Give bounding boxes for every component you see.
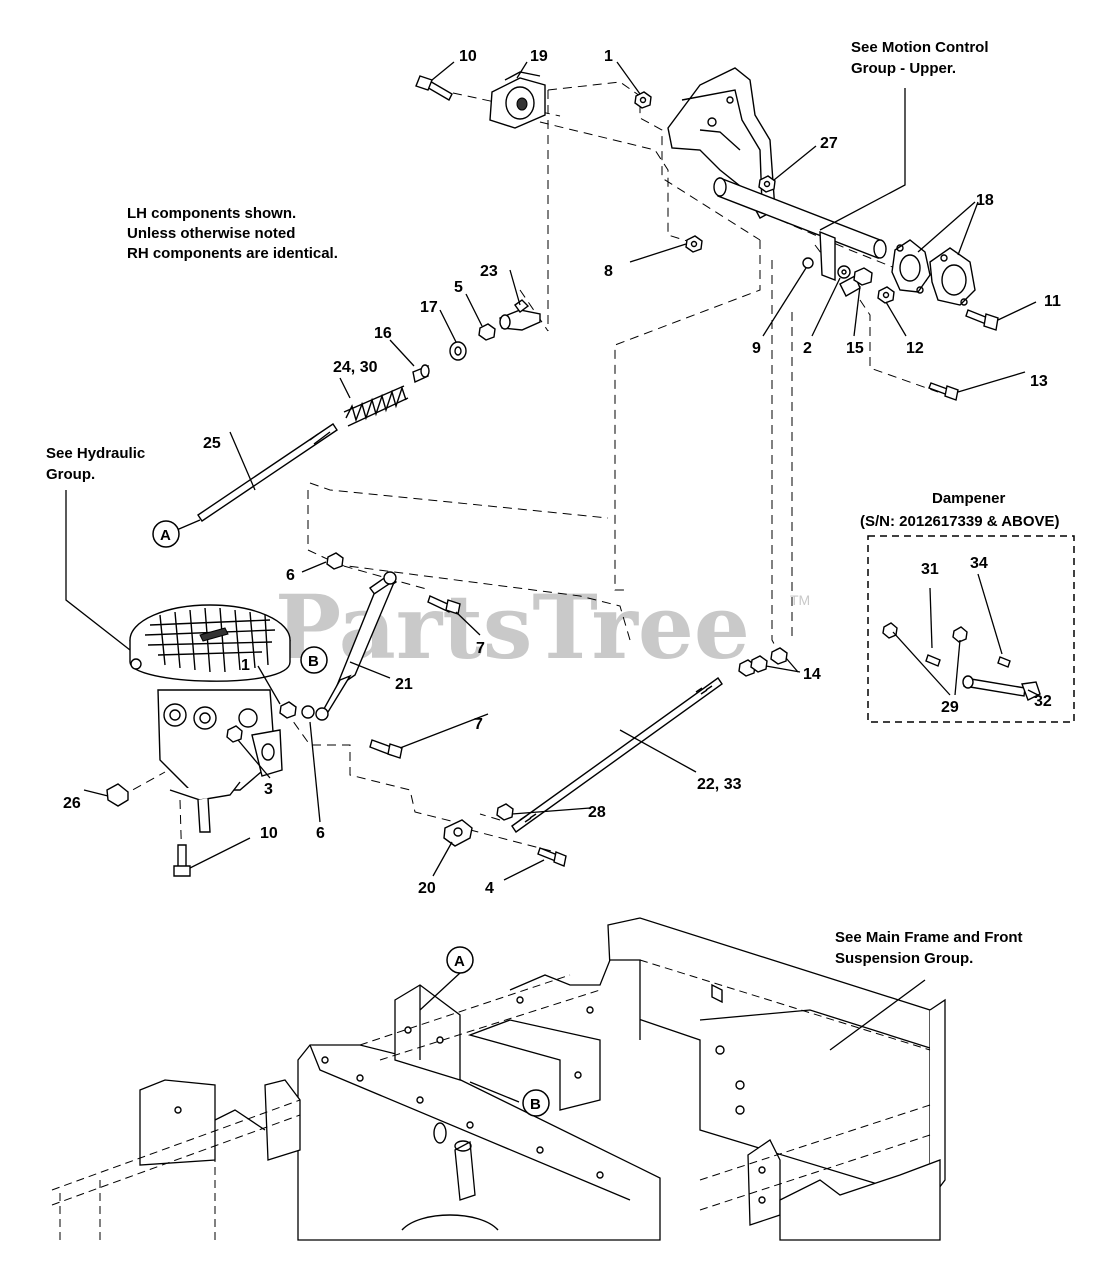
assembly-lines-upper [309, 81, 951, 656]
ref-a-label: A [160, 527, 171, 544]
callout-23: 23 [480, 263, 498, 280]
lower-bolts [106, 783, 567, 877]
ref-a2-label: A [454, 953, 465, 970]
callout-5: 5 [454, 279, 463, 296]
ref-b-circle [300, 646, 328, 674]
part-11-bolt [965, 309, 999, 331]
leader-lines [65, 61, 1039, 1103]
note-motion-line1: See Motion Control [851, 39, 989, 56]
callout-6-lower: 6 [316, 825, 325, 842]
part-13-bolt [928, 382, 959, 401]
part-10-bolt-top [415, 75, 453, 101]
part-18-flange-bearings [891, 239, 976, 306]
dampener-kit: Dampener (S/N: 2012617339 & ABOVE) [860, 490, 1075, 723]
note-frame-line2: Suspension Group. [835, 950, 973, 967]
dampener-serial: (S/N: 2012617339 & ABOVE) [860, 513, 1060, 530]
callout-28: 28 [588, 804, 606, 821]
callout-26: 26 [63, 795, 81, 812]
main-frame [51, 917, 946, 1241]
nuts-upper [634, 91, 776, 253]
callout-1-top: 1 [604, 48, 613, 65]
callout-34: 34 [970, 555, 988, 572]
callout-1-pump: 1 [241, 657, 250, 674]
ref-b-label: B [308, 653, 319, 670]
callout-15: 15 [846, 340, 864, 357]
callout-13: 13 [1030, 373, 1048, 390]
callout-10-top: 10 [459, 48, 477, 65]
callout-12: 12 [906, 340, 924, 357]
control-bracket [667, 67, 887, 282]
linkage-assembly [197, 299, 541, 522]
dampener-box [867, 535, 1075, 723]
note-lh-line1: LH components shown. [127, 205, 296, 222]
callout-27: 27 [820, 135, 838, 152]
callout-7-lower: 7 [474, 716, 483, 733]
note-hydraulic-line1: See Hydraulic [46, 445, 145, 462]
note-frame-line1: See Main Frame and Front [835, 929, 1023, 946]
rod-22-33 [443, 647, 788, 847]
callout-2: 2 [803, 340, 812, 357]
callout-17: 17 [420, 299, 438, 316]
callout-11: 11 [1044, 293, 1061, 310]
callout-6-upper: 6 [286, 567, 295, 584]
reference-markers: A B A B [152, 520, 550, 1117]
callout-25: 25 [203, 435, 221, 452]
watermark-tm: TM [790, 592, 810, 608]
ref-a-circle [152, 520, 180, 548]
ref-b2-label: B [530, 1096, 541, 1113]
callout-8: 8 [604, 263, 613, 280]
note-hydraulic-line2: Group. [46, 466, 95, 483]
note-motion-line2: Group - Upper. [851, 60, 956, 77]
callout-19: 19 [530, 48, 548, 65]
note-lh-line2: Unless otherwise noted [127, 225, 295, 242]
callout-32: 32 [1034, 693, 1052, 710]
callout-22-33: 22, 33 [697, 776, 742, 793]
hydraulic-pump [129, 604, 291, 833]
callout-21: 21 [395, 676, 413, 693]
callout-9: 9 [752, 340, 761, 357]
callout-14: 14 [803, 666, 821, 683]
callout-10-bottom: 10 [260, 825, 278, 842]
ref-b2-circle [522, 1089, 550, 1117]
callout-3: 3 [264, 781, 273, 798]
callout-31: 31 [921, 561, 939, 578]
ref-a2-circle [446, 946, 474, 974]
notes: LH components shown. Unless otherwise no… [46, 39, 1023, 967]
note-lh-line3: RH components are identical. [127, 245, 338, 262]
callout-24-30: 24, 30 [333, 359, 378, 376]
callout-4: 4 [485, 880, 494, 897]
callout-numbers: 10 19 1 27 18 8 23 5 17 16 24, 30 9 2 15… [63, 48, 1061, 897]
dampener-title: Dampener [932, 490, 1006, 507]
callout-29: 29 [941, 699, 959, 716]
callout-16: 16 [374, 325, 392, 342]
callout-20: 20 [418, 880, 436, 897]
gas-spring-21 [279, 552, 461, 759]
callout-18: 18 [976, 192, 994, 209]
hardware-right-cluster [802, 257, 895, 304]
part-19-bearing [489, 71, 546, 129]
callout-7-upper: 7 [476, 640, 485, 657]
